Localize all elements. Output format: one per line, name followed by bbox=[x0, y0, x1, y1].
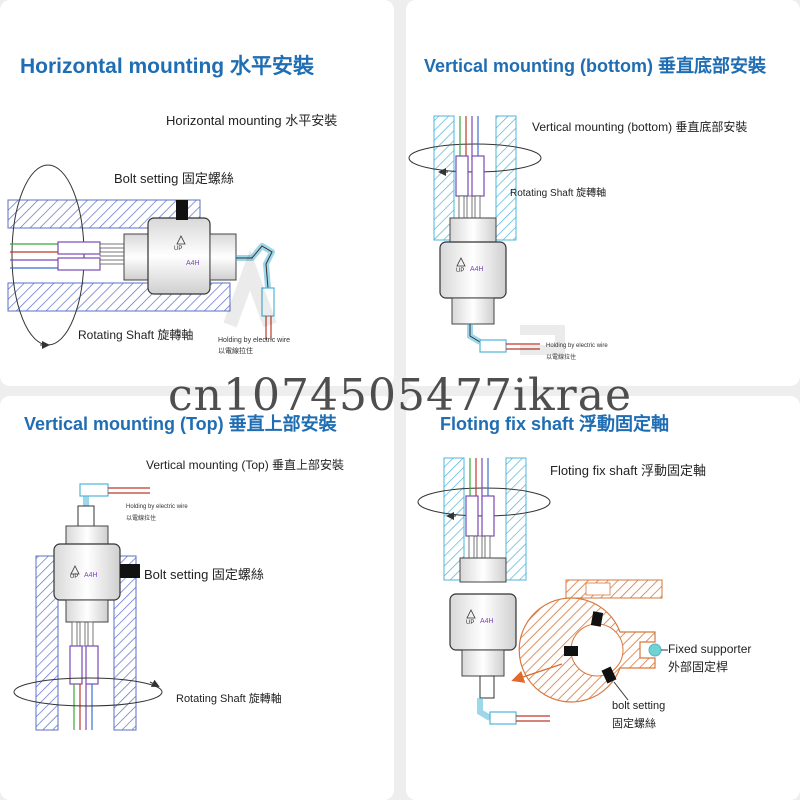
floating-bolt-label: bolt setting bbox=[612, 700, 666, 712]
horizontal-bolt-label: Bolt setting 固定螺絲 bbox=[114, 171, 234, 186]
vertical-top-diagram bbox=[13, 483, 163, 731]
horizontal-diagram bbox=[7, 164, 275, 349]
vertical-top-shaft-label: Rotating Shaft 旋轉軸 bbox=[176, 693, 282, 705]
horizontal-model-label: A4H bbox=[186, 260, 200, 267]
vertical-bottom-wire-label-cn: 以電線拉住 bbox=[546, 355, 577, 361]
vertical-top-wire-label: Holding by electric wire bbox=[126, 504, 188, 510]
watermark-text: cn1074505477ikrae bbox=[168, 370, 632, 421]
background-watermark-strokes bbox=[223, 249, 565, 355]
floating-fixed-label-cn: 外部固定桿 bbox=[668, 660, 729, 674]
horizontal-shaft-label: Rotating Shaft 旋轉軸 bbox=[78, 328, 194, 342]
vertical-bottom-model-label: A4H bbox=[470, 266, 484, 273]
horizontal-wire-label: Holding by electric wire bbox=[218, 337, 290, 344]
vertical-bottom-shaft-label: Rotating Shaft 旋轉軸 bbox=[510, 188, 607, 199]
floating-up-label: UP bbox=[466, 620, 475, 626]
vertical-top-title: Vertical mounting (Top) 垂直上部安裝 bbox=[24, 414, 337, 434]
vertical-bottom-subtitle: Vertical mounting (bottom) 垂直底部安裝 bbox=[532, 120, 748, 134]
vertical-bottom-title: Vertical mounting (bottom) 垂直底部安裝 bbox=[424, 56, 766, 76]
floating-subtitle: Floting fix shaft 浮動固定軸 bbox=[550, 463, 707, 478]
floating-model-label: A4H bbox=[480, 618, 494, 625]
horizontal-wire-label-cn: 以電線拉住 bbox=[218, 348, 253, 355]
horizontal-title: Horizontal mounting 水平安裝 bbox=[20, 55, 314, 78]
floating-title: Floting fix shaft 浮動固定軸 bbox=[440, 414, 669, 434]
vertical-bottom-diagram bbox=[408, 115, 542, 353]
vertical-top-bolt-label: Bolt setting 固定螺絲 bbox=[144, 567, 264, 582]
vertical-top-up-label: UP bbox=[70, 574, 79, 580]
horizontal-up-label: UP bbox=[174, 246, 183, 252]
vertical-top-wire-label-cn: 以電線拉住 bbox=[126, 516, 157, 522]
floating-bolt-label-cn: 固定螺絲 bbox=[612, 718, 656, 730]
floating-diagram bbox=[417, 457, 668, 725]
panel-horizontal bbox=[0, 0, 394, 386]
vertical-bottom-wire-label: Holding by electric wire bbox=[546, 343, 608, 349]
vertical-bottom-up-label: UP bbox=[456, 268, 465, 274]
vertical-top-subtitle: Vertical mounting (Top) 垂直上部安裝 bbox=[146, 458, 345, 472]
vertical-top-model-label: A4H bbox=[84, 572, 98, 579]
floating-fixed-label: Fixed supporter bbox=[668, 642, 752, 656]
horizontal-subtitle: Horizontal mounting 水平安裝 bbox=[166, 113, 338, 128]
